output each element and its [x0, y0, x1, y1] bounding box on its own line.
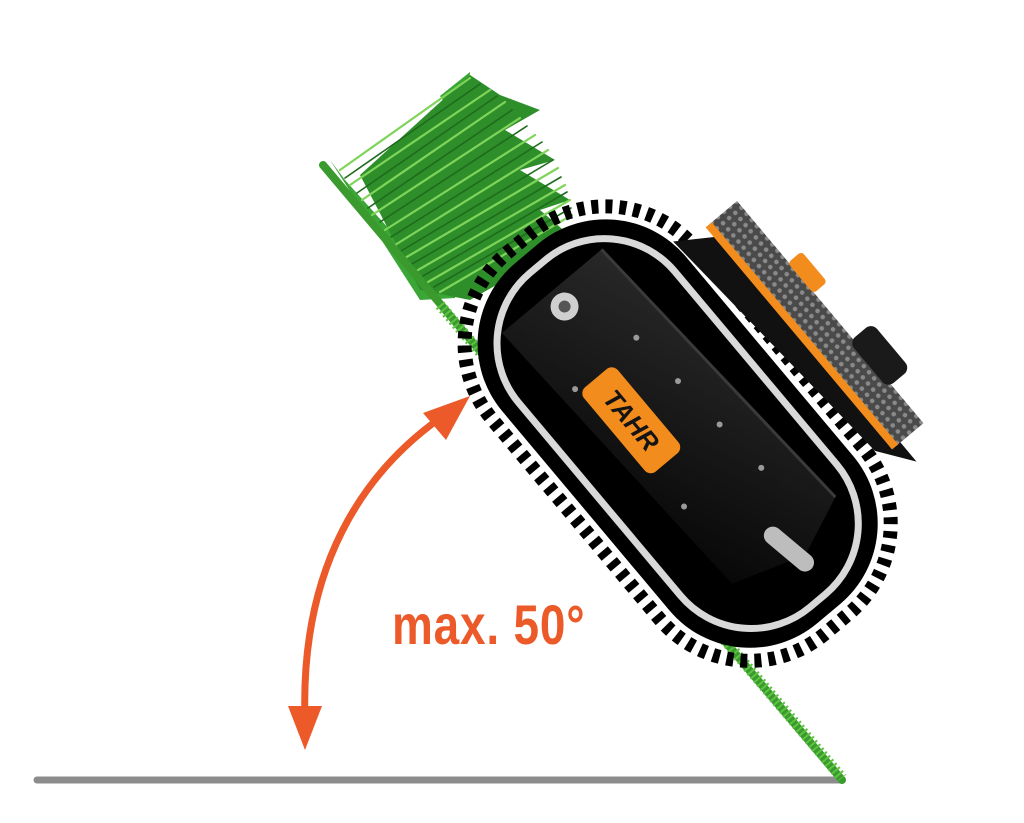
- arrow-head-top: [423, 396, 470, 440]
- angle-arc-arrow: [288, 396, 470, 750]
- angle-label: max. 50°: [392, 593, 586, 656]
- tracked-robot-mower: TAHR: [457, 199, 924, 668]
- arrow-head-bottom: [288, 706, 322, 750]
- brand-plate: [582, 367, 681, 474]
